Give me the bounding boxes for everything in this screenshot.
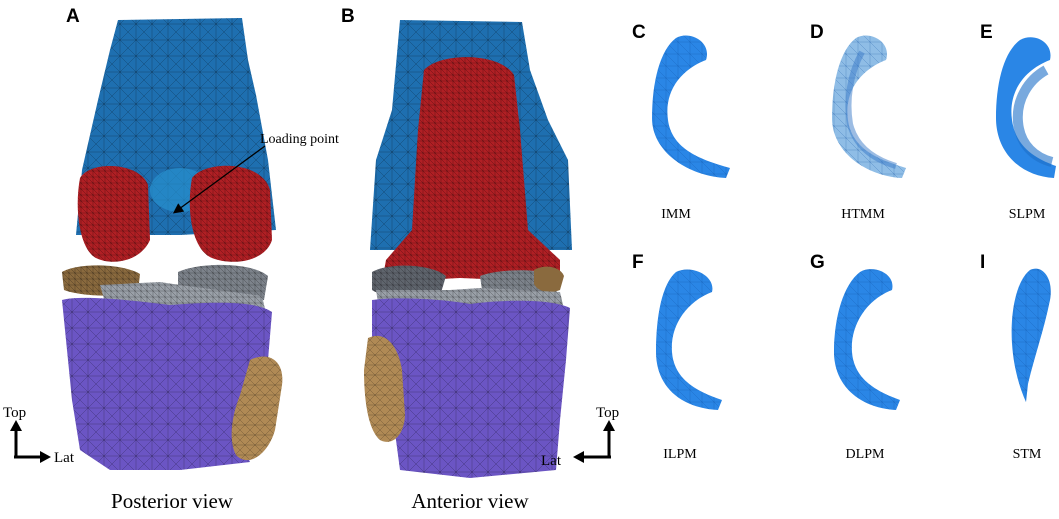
tibia-posterior [62,297,272,470]
caption-ilpm: ILPM [663,447,697,462]
femoral-cartilage-anterior [382,57,560,283]
meniscus-slpm [996,37,1056,179]
panel-g: G DLPM [810,252,900,462]
caption-posterior-view: Posterior view [111,489,234,513]
panel-letter-b: B [341,6,355,27]
panel-f: F ILPM [632,252,722,462]
panel-letter-a: A [66,6,80,27]
axis-label-top-b: Top [596,405,619,421]
axis-label-lat-b: Lat [541,453,562,469]
caption-anterior-view: Anterior view [411,489,529,513]
panel-letter-e: E [980,22,993,43]
axis-indicator-a: Top Lat [3,405,75,466]
fibula-anterior [364,335,405,442]
panel-b: B T [341,6,619,513]
caption-imm: IMM [661,207,691,222]
panel-i: I STM [980,252,1051,462]
femoral-cartilage-posterior [77,165,272,262]
panel-letter-d: D [810,22,824,43]
panel-letter-i: I [980,252,985,273]
panel-a: A [3,6,339,513]
caption-slpm: SLPM [1009,207,1046,222]
caption-dlpm: DLPM [846,447,885,462]
panel-d: D HTMM [810,22,906,222]
axis-label-lat-a: Lat [54,450,75,466]
fibula-posterior [231,356,283,461]
axis-indicator-b: Top Lat [541,405,619,469]
panel-letter-g: G [810,252,825,273]
panel-c: C IMM [632,22,730,222]
panel-letter-c: C [632,22,646,43]
caption-stm: STM [1013,447,1042,462]
loading-point-arrow [172,145,266,214]
panel-e: E SLPM [980,22,1056,222]
caption-htmm: HTMM [841,207,885,222]
axis-label-top-a: Top [3,405,26,421]
panel-letter-f: F [632,252,644,273]
loading-point-label: Loading point [260,132,339,147]
tibia-anterior [372,298,570,478]
